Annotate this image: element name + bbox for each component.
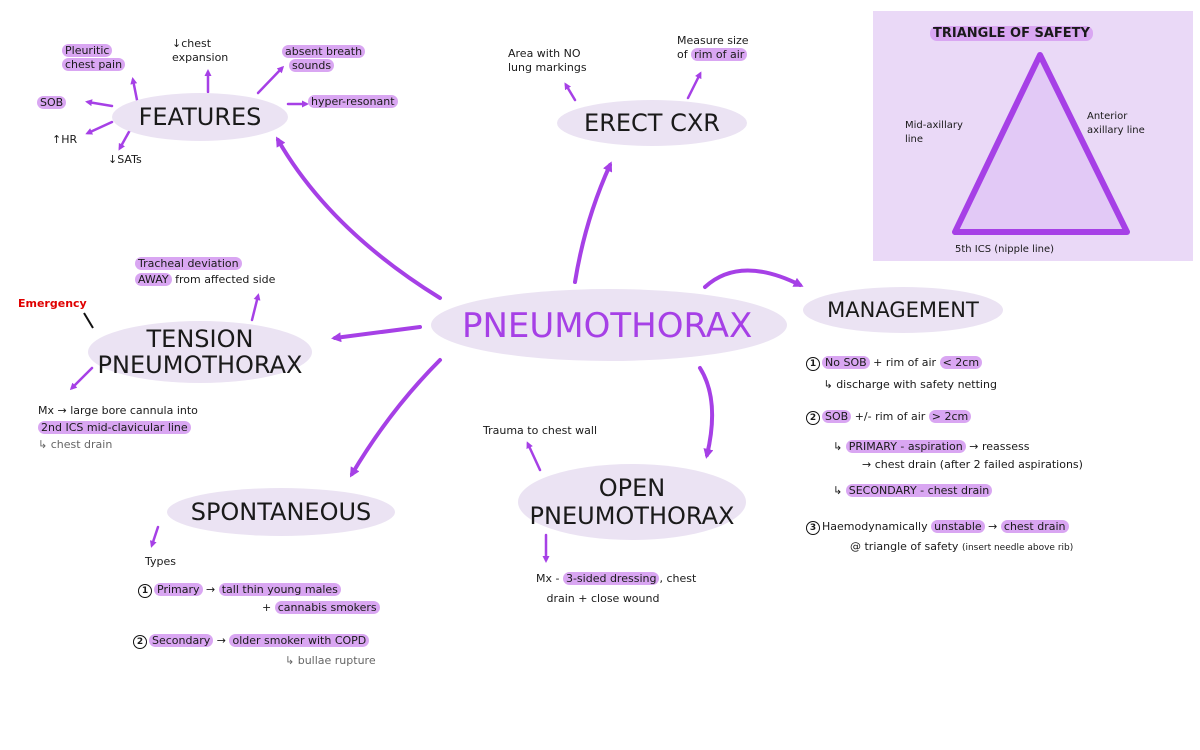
erect-cxr-bubble: ERECT CXR xyxy=(557,100,747,146)
spontaneous-title: SPONTANEOUS xyxy=(190,498,372,526)
arrow-to-spontaneous xyxy=(349,358,442,478)
management-primary-sub: → chest drain (after 2 failed aspiration… xyxy=(862,458,1083,471)
spontaneous-bubble: SPONTANEOUS xyxy=(167,488,395,536)
arrow-to-tension xyxy=(331,325,422,343)
arrow-to-open xyxy=(698,366,715,459)
arrow-to-management xyxy=(703,268,804,289)
center-title: PNEUMOTHORAX xyxy=(462,306,753,346)
triangle-of-safety-diagram xyxy=(952,52,1130,235)
triangle-title: TRIANGLE OF SAFETY xyxy=(930,26,1093,41)
triangle-bottom-label: 5th ICS (nipple line) xyxy=(955,244,1055,255)
arrow-to-features xyxy=(275,136,442,300)
feature-sats: ↓SATs xyxy=(108,153,142,166)
spontaneous-types: Types xyxy=(145,555,176,568)
management-secondary: ↳ SECONDARY - chest drain xyxy=(833,484,993,498)
center-bubble xyxy=(431,289,787,361)
feature-absent-breath: absent breath sounds xyxy=(282,45,366,73)
emergency-label: Emergency xyxy=(18,297,87,310)
management-bubble: MANAGEMENT xyxy=(803,287,1003,333)
open-trauma: Trauma to chest wall xyxy=(483,424,598,437)
features-bubble: FEATURES xyxy=(112,93,288,141)
arrow-to-erect-cxr xyxy=(573,161,613,284)
management-title: MANAGEMENT xyxy=(827,298,979,322)
feature-sob: SOB xyxy=(37,96,67,110)
feature-hyper-resonant: hyper-resonant xyxy=(308,95,398,109)
features-title: FEATURES xyxy=(138,103,262,131)
spontaneous-primary-2: + cannabis smokers xyxy=(262,601,380,615)
management-primary: ↳ PRIMARY - aspiration → reassess xyxy=(833,440,1030,453)
spontaneous-secondary-sub: ↳ bullae rupture xyxy=(285,654,376,667)
erect-cxr-title: ERECT CXR xyxy=(584,109,720,137)
feature-hr: ↑HR xyxy=(52,133,78,146)
management-item-3-sub: @ triangle of safety (insert needle abov… xyxy=(850,540,1074,553)
open-mx: Mx - 3-sided dressing, chest drain + clo… xyxy=(536,572,697,605)
